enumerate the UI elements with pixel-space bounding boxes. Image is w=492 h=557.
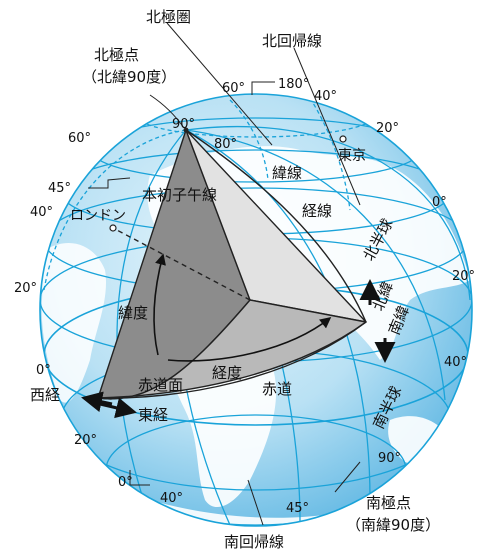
- meridian-line: [116, 129, 187, 521]
- degree-180: 180°: [278, 77, 309, 92]
- london-point: [109, 224, 117, 232]
- degree-60-left: 60°: [68, 131, 91, 146]
- latitude-arc: [153, 253, 166, 356]
- degree-40-left: 40°: [30, 205, 53, 220]
- meridian-line: [185, 129, 371, 501]
- label-longitude: 経度: [212, 364, 242, 382]
- meridian-line-hidden: [229, 99, 269, 181]
- degree-20-top: 20°: [376, 121, 399, 136]
- east-arrow: [99, 397, 137, 419]
- wedge-equator-edge: [97, 321, 367, 399]
- label-equator: 赤道: [262, 380, 292, 398]
- leader-lines: [88, 22, 361, 526]
- degree-90-top: 90°: [172, 117, 195, 132]
- label-london: ロンドン: [70, 208, 126, 224]
- degree-45-bottom: 45°: [286, 501, 309, 516]
- label-west-longitude: 西経: [30, 386, 60, 404]
- london-radius: [112, 227, 251, 301]
- label-south-pole-sub: （南緯90度）: [346, 516, 440, 534]
- label-east-longitude: 東経: [138, 406, 168, 424]
- label-equatorial-plane: 赤道面: [138, 376, 183, 394]
- degree-45-left: 45°: [48, 181, 71, 196]
- degree-40-right: 40°: [444, 355, 467, 370]
- direction-arrows: [81, 279, 396, 419]
- meridian-line-hidden: [309, 97, 351, 211]
- label-arctic-circle: 北極圏: [146, 8, 191, 26]
- continent-antarctica: [150, 500, 380, 526]
- label-longitude-lines: 経線: [302, 202, 332, 220]
- west-arrow: [81, 391, 113, 413]
- north-pole-point: [183, 127, 189, 133]
- label-north-pole: 北極点: [94, 46, 139, 64]
- cutaway-wedge: [97, 129, 367, 400]
- degree-0-bottom: 0°: [118, 475, 133, 490]
- degree-0-right: 0°: [432, 195, 447, 210]
- degree-20-bottom-left: 20°: [74, 433, 97, 448]
- label-north-pole-sub: （北緯90度）: [82, 68, 176, 86]
- degree-40-bottom: 40°: [160, 491, 183, 506]
- degree-80: 80°: [214, 137, 237, 152]
- degree-60-top: 60°: [222, 81, 245, 96]
- label-tropic-capricorn: 南回帰線: [224, 533, 284, 551]
- label-south-pole: 南極点: [366, 494, 411, 512]
- degree-20-left: 20°: [14, 281, 37, 296]
- continent-americas: [41, 242, 107, 403]
- meridian-line: [185, 126, 471, 301]
- degree-90-bottom: 90°: [378, 451, 401, 466]
- label-latitude: 緯度: [118, 304, 148, 322]
- degree-20-right: 20°: [452, 269, 475, 284]
- degree-40-top: 40°: [314, 89, 337, 104]
- label-tropic-cancer: 北回帰線: [262, 32, 322, 50]
- wedge-outer-edge: [185, 129, 367, 323]
- meridian-line: [185, 129, 446, 401]
- globe-outline: [39, 93, 473, 527]
- label-prime-meridian: 本初子午線: [142, 186, 217, 204]
- label-tokyo: 東京: [338, 148, 366, 164]
- tokyo-point: [339, 135, 347, 143]
- longitude-arc: [167, 317, 332, 362]
- label-latitude-lines: 緯線: [272, 164, 302, 182]
- degree-0-left: 0°: [36, 363, 51, 378]
